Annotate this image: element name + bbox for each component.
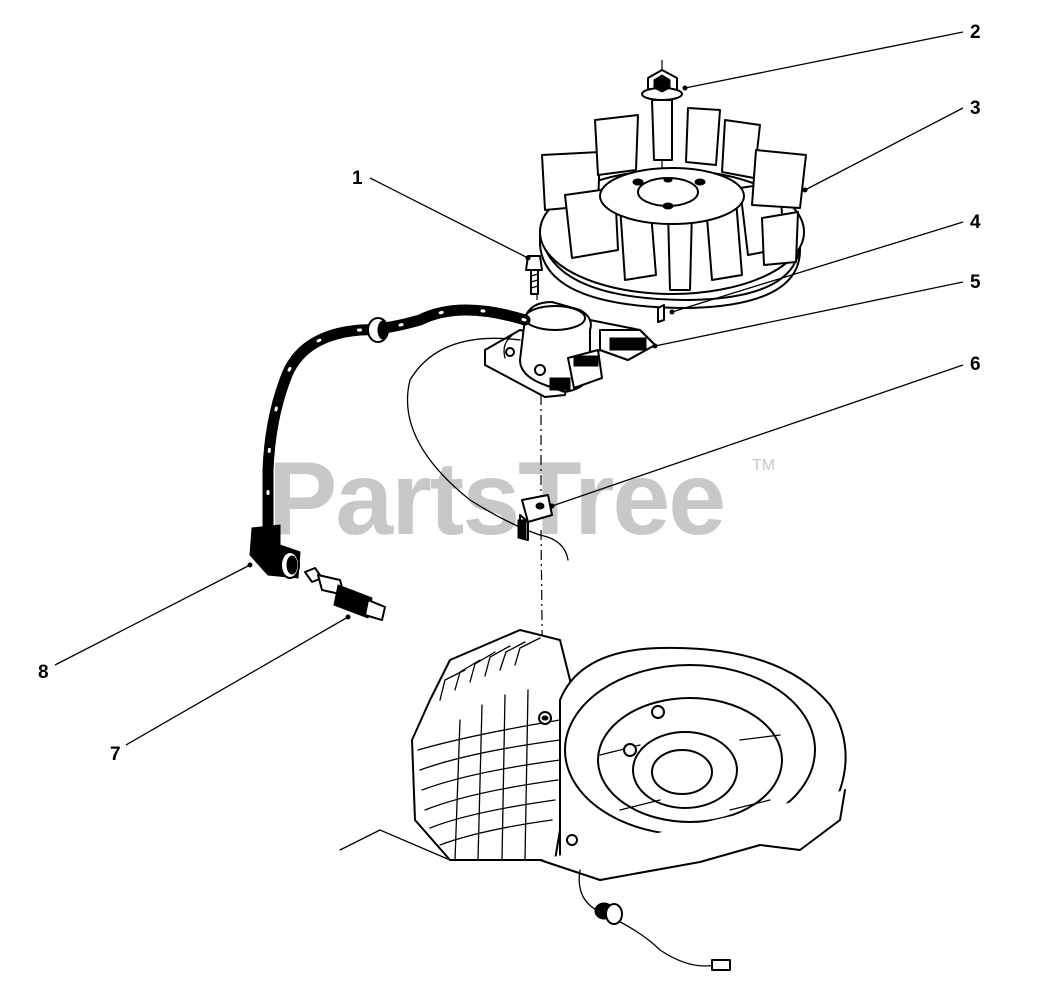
cylinder-fins: [417, 637, 561, 861]
spark-plug-boot: [249, 524, 301, 579]
callout-7: 7: [110, 744, 121, 765]
watermark-trademark: TM: [752, 457, 775, 474]
bolt: [525, 255, 543, 295]
callout-5: 5: [970, 272, 981, 293]
spark-plug-lead: [262, 304, 531, 531]
flywheel-key: [657, 304, 665, 323]
ignition-module: [406, 301, 656, 561]
callout-numbers: 1 2 3 4 5 6 7 8: [38, 22, 981, 765]
callout-8: 8: [38, 662, 49, 683]
engine-block: [339, 629, 847, 971]
flywheel-nut: [641, 69, 683, 101]
spark-plug: [304, 567, 386, 621]
wire-clip: [517, 494, 553, 541]
callout-4: 4: [970, 212, 981, 233]
callout-3: 3: [970, 98, 981, 119]
watermark: PartsTree TM: [268, 441, 775, 557]
callout-2: 2: [970, 22, 981, 43]
flywheel: [539, 99, 807, 309]
watermark-text: PartsTree: [268, 441, 724, 557]
callout-leaders: [54, 31, 964, 746]
callout-6: 6: [970, 354, 981, 375]
flywheel-fins: [541, 99, 807, 291]
callout-1: 1: [352, 168, 363, 189]
